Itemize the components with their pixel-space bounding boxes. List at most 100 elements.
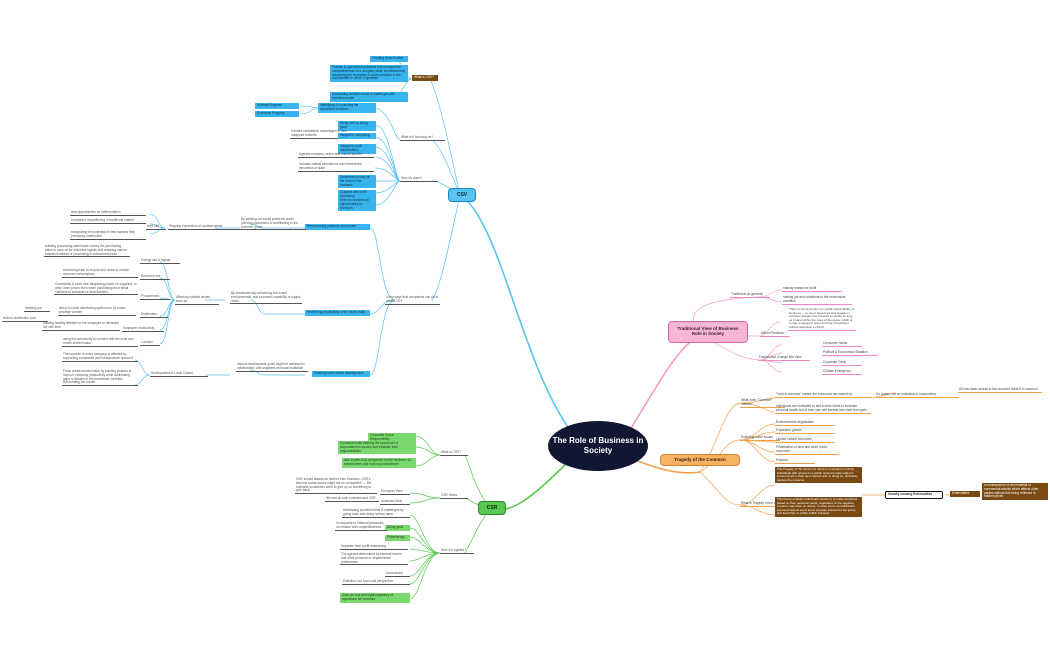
csr-branch[interactable]: CSR [478,501,506,515]
factor-climate-emergency: Climate Emergency [822,369,862,375]
applied-seen-as-cost: Seen as cost and legal/regulatory of ope… [340,593,410,603]
cluster-item-1: The success of every company is affected… [62,352,138,362]
lead-into-item-3: recognizing the potential of new markets… [70,230,146,240]
applied-philanthropy: Philanthropy [385,535,410,541]
lead-into-item-1: new opportunities for differentiation [70,210,146,216]
reduce-distribution-cost: reduce distribution cost [2,316,48,322]
link-center-tragedy [629,457,701,474]
lead-into: lead into [146,224,166,230]
milton-friedman[interactable]: Milton Friedman [760,331,790,337]
what-is-csr[interactable]: What is CSR? [440,450,468,456]
central-topic[interactable]: The Role of Business in Society [548,421,648,471]
link-center-csv [459,194,571,431]
development-local-cluster: Development of Local Cluster [150,371,208,377]
csv-def-policies[interactable]: Policies & operational practices that en… [330,65,408,83]
csr-views[interactable]: CSR Views [440,493,468,499]
csv-focus-node[interactable]: What is it focusing on? [400,135,445,141]
applied-separate-profit: Separate from profit maximizing [340,544,408,550]
american-view[interactable]: American View [380,499,410,505]
issue-distribution[interactable]: Distribution [140,312,168,318]
externalities-label[interactable]: Externalities [950,491,980,497]
issue-energy-desc: building processing warehouse nearby the… [44,244,130,258]
how-integral-competing[interactable]: Integral to competing [338,133,376,139]
how-scalable[interactable]: Scalable with profit increasing [338,190,376,200]
redefining-desc: By simultaneously enhancing the social, … [230,291,302,305]
common-owner: No (again, not an individual or corporat… [875,392,959,398]
what-is-csv-node[interactable]: What is CSV? [412,75,438,81]
creating-job: creating job [24,306,50,312]
issue-population: Population growth [775,428,835,434]
issue-privatization: Privatization of land and other public r… [775,445,839,455]
ongoing-exploration: Ongoing exploration of societal needs [168,224,240,230]
link-center-traditional [629,334,701,431]
csr-applied[interactable]: How is it applied? [440,548,474,554]
how-integral-profit[interactable]: Integral to profit maximization [338,144,376,154]
what-does-common-mean[interactable]: What does "Common" means? [740,398,785,408]
issue-resource-desc: advancing back to recycle and reuse to r… [62,268,138,278]
what-is-tragedy[interactable]: What is Tragedy of the Common? [740,501,798,507]
externalities-definition: a consequence of an industrial or commer… [982,483,1048,501]
factor-corporate-crisis: Corporate Crisis [822,360,862,366]
issue-location[interactable]: Location [140,340,160,346]
european-view-desc: CSR should always be distinct from busin… [295,477,377,495]
causing-externalities[interactable]: Usually causing Externalities [885,491,943,499]
exploring-issues[interactable]: Exploring some issues [740,435,780,441]
csr-def-corporate-social: Corporate Social Responsibility [368,433,416,443]
csr-def-social-role: Concerned with defining the social role … [338,441,416,455]
traditional-general[interactable]: Traditional (in general) [730,292,770,298]
european-view[interactable]: European View [380,489,410,495]
applied-doing-good: Doing good [385,525,410,531]
how-agenda-specific[interactable]: Agenda company, sector and market specif… [298,152,374,158]
american-view-desc: We can do both business and CSR [325,496,379,502]
issue-employee-productivity[interactable]: Employee productivity [122,326,164,332]
held-in-common: "Held in common" means the resources are… [775,392,871,398]
how-radical-innovation[interactable]: Includes radical innovations and increme… [298,162,374,172]
csv-how-node[interactable]: How it's done? [400,176,438,182]
how-commercial-opportunity[interactable]: Seen as commercial opportunities for inv… [338,198,376,212]
traditional-profit: making money for profit [782,286,842,292]
csv-branch[interactable]: CSV [448,188,476,202]
affecting-societal-issues: Affecting societal issues, such as: [175,295,219,305]
enabling-local-cluster[interactable]: Enabling local cluster development [312,371,370,377]
factors-change-view[interactable]: Factors that Change this View [758,355,810,361]
how-embedded-priority[interactable]: Embedded priority at the heart of the bu… [338,175,376,189]
how-doing-well[interactable]: Doing well by doing good [338,121,376,131]
applied-addressing-needs: Addressing societal needs & challenges b… [342,508,410,518]
tragedy-of-common-branch[interactable]: Tragedy of the Common [660,454,740,466]
csv-def-shared-value[interactable]: Creating shared value [370,56,408,62]
csv-def-societal-needs[interactable]: Addressing societal needs & challenges w… [330,92,408,102]
economic-progress[interactable]: Economic Progress [255,111,299,117]
issue-distribution-desc: direct to home distributing system run b… [58,306,136,316]
traditional-view-branch[interactable]: Traditional View of Business Role in Soc… [668,321,748,343]
issue-location-desc: using the community to connect with the … [62,337,138,347]
lead-into-item-2: company's repositioning in traditional m… [70,218,146,224]
issue-environmental: Environmental degradation [775,420,835,426]
redefining-productivity[interactable]: Redefining productivity in the value cha… [305,310,370,316]
friedman-quote: There is one and only one social respons… [788,307,856,331]
csv-focus-connection[interactable]: Identifying & expanding the connection b… [318,103,376,113]
how-competitive-advantage[interactable]: Creates competitive advantages in new un… [290,129,348,139]
applied-incremental: Incremental [385,571,410,577]
csv-3-ways-node[interactable]: 3 key ways that companies can do to crea… [385,295,440,305]
reconceiving-desc: By seeking out social problems areas (se… [240,217,306,231]
tragedy-theory: This theory explains individuals' tenden… [775,497,862,517]
issue-energy-use[interactable]: Energy use & logistic [140,258,180,264]
common-motivation: Individuals are motivated to add to thei… [775,404,871,414]
applied-palliative: Palliative, but from cost perspective [342,579,410,585]
issue-resource-use[interactable]: Resource use [140,274,170,280]
factor-consumer-needs: Consumer needs [822,341,862,347]
societal-progress[interactable]: Societal Progress [255,103,299,109]
applied-external-pressures: In response to external pressures, no re… [335,521,387,531]
common-access: All who have access to the resource hold… [958,387,1042,393]
issue-limited-resources: Limited natural resources [775,437,835,443]
issue-procurement-desc: Commodify & exert new bargaining power o… [54,282,138,296]
tragedy-definition: The Tragedy of the commons refers to a s… [775,467,862,484]
csr-def-minimum: also implies that companies do the minim… [342,458,416,468]
reconceiving-products[interactable]: Reconceiving products and market [305,224,370,230]
issue-employee-desc: building healthy lifestyle for the emplo… [42,321,120,331]
issue-pollution: Pollution [775,458,815,464]
applied-agenda-external: The agenda determined by external factor… [340,552,408,566]
issue-procurement[interactable]: Procurement [140,294,170,300]
enabling-desc: various development goals might be achie… [236,362,308,372]
